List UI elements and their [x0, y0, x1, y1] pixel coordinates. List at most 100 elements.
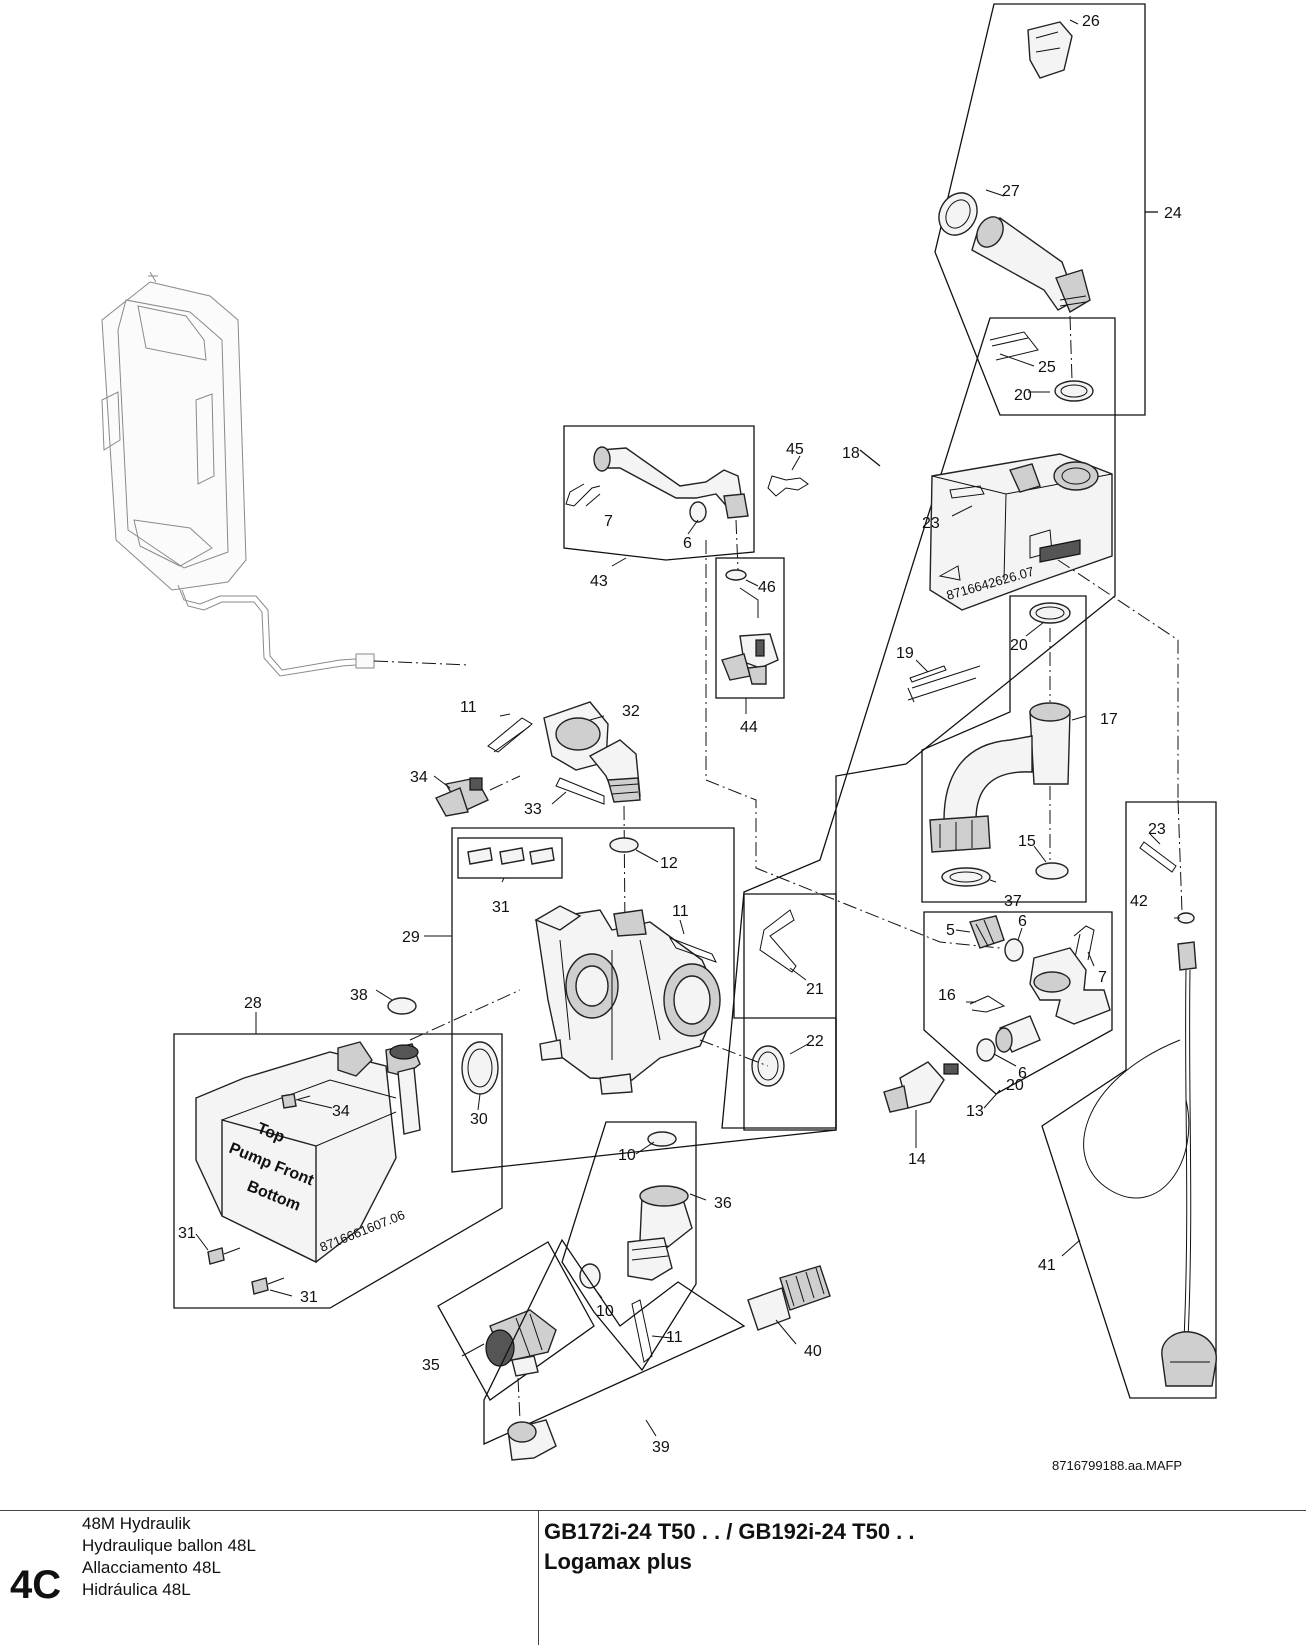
group-41-outline [1041, 801, 1217, 1399]
group-39-outline [483, 1238, 746, 1446]
callout: 15 [1018, 833, 1036, 850]
group-44-outline [715, 557, 785, 699]
part-28-pump-motor [195, 1041, 421, 1264]
callout: 33 [524, 801, 542, 818]
callout: 34 [410, 769, 428, 786]
callout: 26 [1082, 13, 1100, 30]
part-5-check-valve [969, 915, 1005, 949]
callout: 11 [460, 699, 477, 716]
callout: 34 [332, 1103, 350, 1120]
section-titles: 48M Hydraulik Hydraulique ballon 48L All… [82, 1513, 256, 1601]
part-6-seal-low [976, 1038, 996, 1062]
leader-18 [859, 449, 881, 467]
callout: 5 [946, 922, 955, 939]
part-21-clip [759, 909, 797, 973]
part-25-clip [989, 331, 1039, 361]
callout: 30 [470, 1111, 488, 1128]
part-38-clip [387, 997, 417, 1015]
callout: 22 [806, 1033, 824, 1050]
callout: 17 [1100, 711, 1118, 728]
part-27-seal [938, 192, 978, 236]
callout: 32 [622, 703, 640, 720]
callout: 39 [652, 1439, 670, 1456]
part-13-pump-adapter [995, 947, 1111, 1053]
axis-35 [517, 1377, 521, 1421]
part-15-seal [1035, 862, 1069, 880]
part-31-screw-b [251, 1277, 285, 1295]
callout: 37 [1004, 893, 1022, 910]
group-31-box [457, 837, 563, 879]
part-20-seal-mid [1029, 602, 1071, 624]
part-43-pipe [593, 446, 749, 519]
callout: 29 [402, 929, 420, 946]
axis-main-right [705, 540, 1001, 949]
callout: 18 [842, 445, 860, 462]
part-26-clip [1027, 21, 1073, 79]
expansion-vessel [101, 271, 471, 677]
group-17-outline [921, 595, 1087, 903]
part-20-seal-top [1054, 380, 1094, 402]
callout: 25 [1038, 359, 1056, 376]
part-32-pump-head [543, 701, 641, 803]
callout: 20 [1006, 1077, 1024, 1094]
part-29-hydraulic-block [534, 905, 721, 1095]
group-28-outline [173, 1033, 503, 1309]
part-11-clip-mid [668, 937, 717, 963]
callout: 12 [660, 855, 678, 872]
callout: 23 [922, 515, 940, 532]
group-36-outline [561, 1121, 697, 1372]
group-29-outline [451, 827, 837, 1173]
section-title-es: Hidráulica 48L [82, 1580, 191, 1599]
callout: 6 [1018, 1065, 1027, 1082]
callout: 11 [672, 903, 689, 920]
callout: 20 [1010, 637, 1028, 654]
part-41-capillary [1083, 941, 1217, 1387]
group-13-outline [923, 911, 1113, 1095]
part-14-sensor [883, 1061, 959, 1113]
callout: 46 [758, 579, 776, 596]
callout: 27 [1002, 183, 1020, 200]
callout: 40 [804, 1343, 822, 1360]
part-46-seal [725, 569, 747, 581]
exploded-parts-diagram: 8716642626.07 [101, 3, 1217, 1473]
part-31-screw-a [207, 1247, 241, 1265]
callout: 6 [683, 535, 692, 552]
model-name: GB172i-24 T50 . . / GB192i-24 T50 . . [544, 1519, 915, 1544]
callout: 16 [938, 987, 956, 1004]
callout: 41 [1038, 1257, 1056, 1274]
part-45-clip [767, 475, 809, 497]
part-11-clip-low [631, 1299, 653, 1363]
axis-44 [735, 519, 739, 571]
axis-29 [409, 989, 769, 1067]
axis-23-41 [1057, 559, 1179, 800]
axis-34 [489, 775, 521, 791]
part-39-elbow [507, 1419, 557, 1461]
part-37-seal [941, 867, 991, 887]
callout: 36 [714, 1195, 732, 1212]
part-24-pipe-elbow [971, 216, 1091, 314]
callout: 38 [350, 987, 368, 1004]
callout: 35 [422, 1357, 440, 1374]
section-title-it: Allacciamento 48L [82, 1558, 221, 1577]
callout: 10 [596, 1303, 614, 1320]
callout: 31 [492, 899, 510, 916]
callout-numbers: 5 6 6 6 7 7 10 10 11 11 11 12 13 14 15 1… [178, 13, 1182, 1456]
part-30-seal [461, 1041, 499, 1095]
leader-lines [195, 19, 1180, 1437]
axis-24 [1069, 315, 1073, 381]
part-34-sensor-top [435, 777, 489, 817]
callout: 14 [908, 1151, 926, 1168]
footer-divider [538, 1511, 539, 1645]
part-35-valve [485, 1309, 557, 1377]
callout: 31 [300, 1289, 318, 1306]
callout: 28 [244, 995, 262, 1012]
callout: 24 [1164, 205, 1182, 222]
model-block: GB172i-24 T50 . . / GB192i-24 T50 . . Lo… [544, 1517, 915, 1577]
part-33-clip [555, 777, 605, 805]
part-19-clip [907, 665, 981, 703]
callout: 11 [666, 1329, 683, 1346]
title-block: 4C 48M Hydraulik Hydraulique ballon 48L … [0, 1510, 1306, 1645]
part-40-adapter [747, 1265, 831, 1331]
callout: 13 [966, 1103, 984, 1120]
callout: 21 [806, 981, 824, 998]
